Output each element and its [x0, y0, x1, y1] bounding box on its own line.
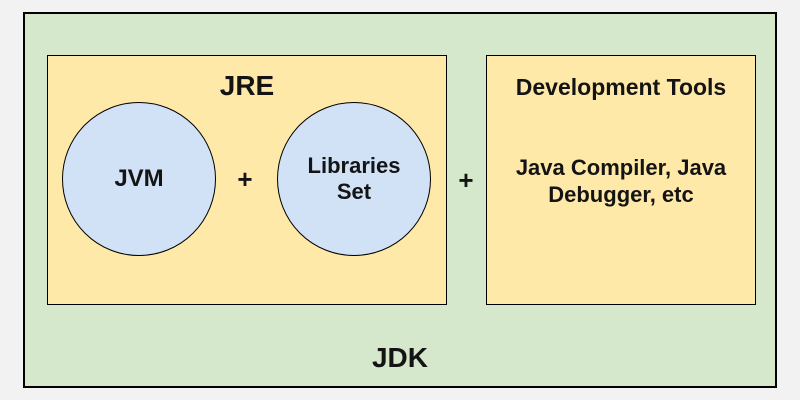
jvm-circle: JVM: [62, 102, 216, 256]
jre-title: JRE: [219, 70, 275, 101]
libraries-label-line1: Libraries: [307, 153, 401, 178]
development-tools-body-line2: Debugger, etc: [548, 182, 694, 207]
development-tools-box: Development Tools Java Compiler, Java De…: [486, 55, 756, 305]
plus-sign-jvm-libraries: +: [237, 164, 253, 194]
jvm-label: JVM: [114, 165, 164, 192]
jdk-box: JRE JVM + Libraries Set + Development To…: [23, 12, 777, 388]
jdk-label: JDK: [371, 342, 428, 373]
jre-box: JRE JVM + Libraries Set: [47, 55, 447, 305]
development-tools-title: Development Tools: [515, 74, 727, 100]
development-tools-body-line1: Java Compiler, Java: [515, 155, 727, 180]
libraries-label-line2: Set: [336, 179, 372, 204]
development-tools-body: Java Compiler, Java Debugger, etc: [487, 154, 755, 208]
plus-sign-jre-devtools: +: [458, 165, 474, 195]
libraries-set-circle: Libraries Set: [277, 102, 431, 256]
